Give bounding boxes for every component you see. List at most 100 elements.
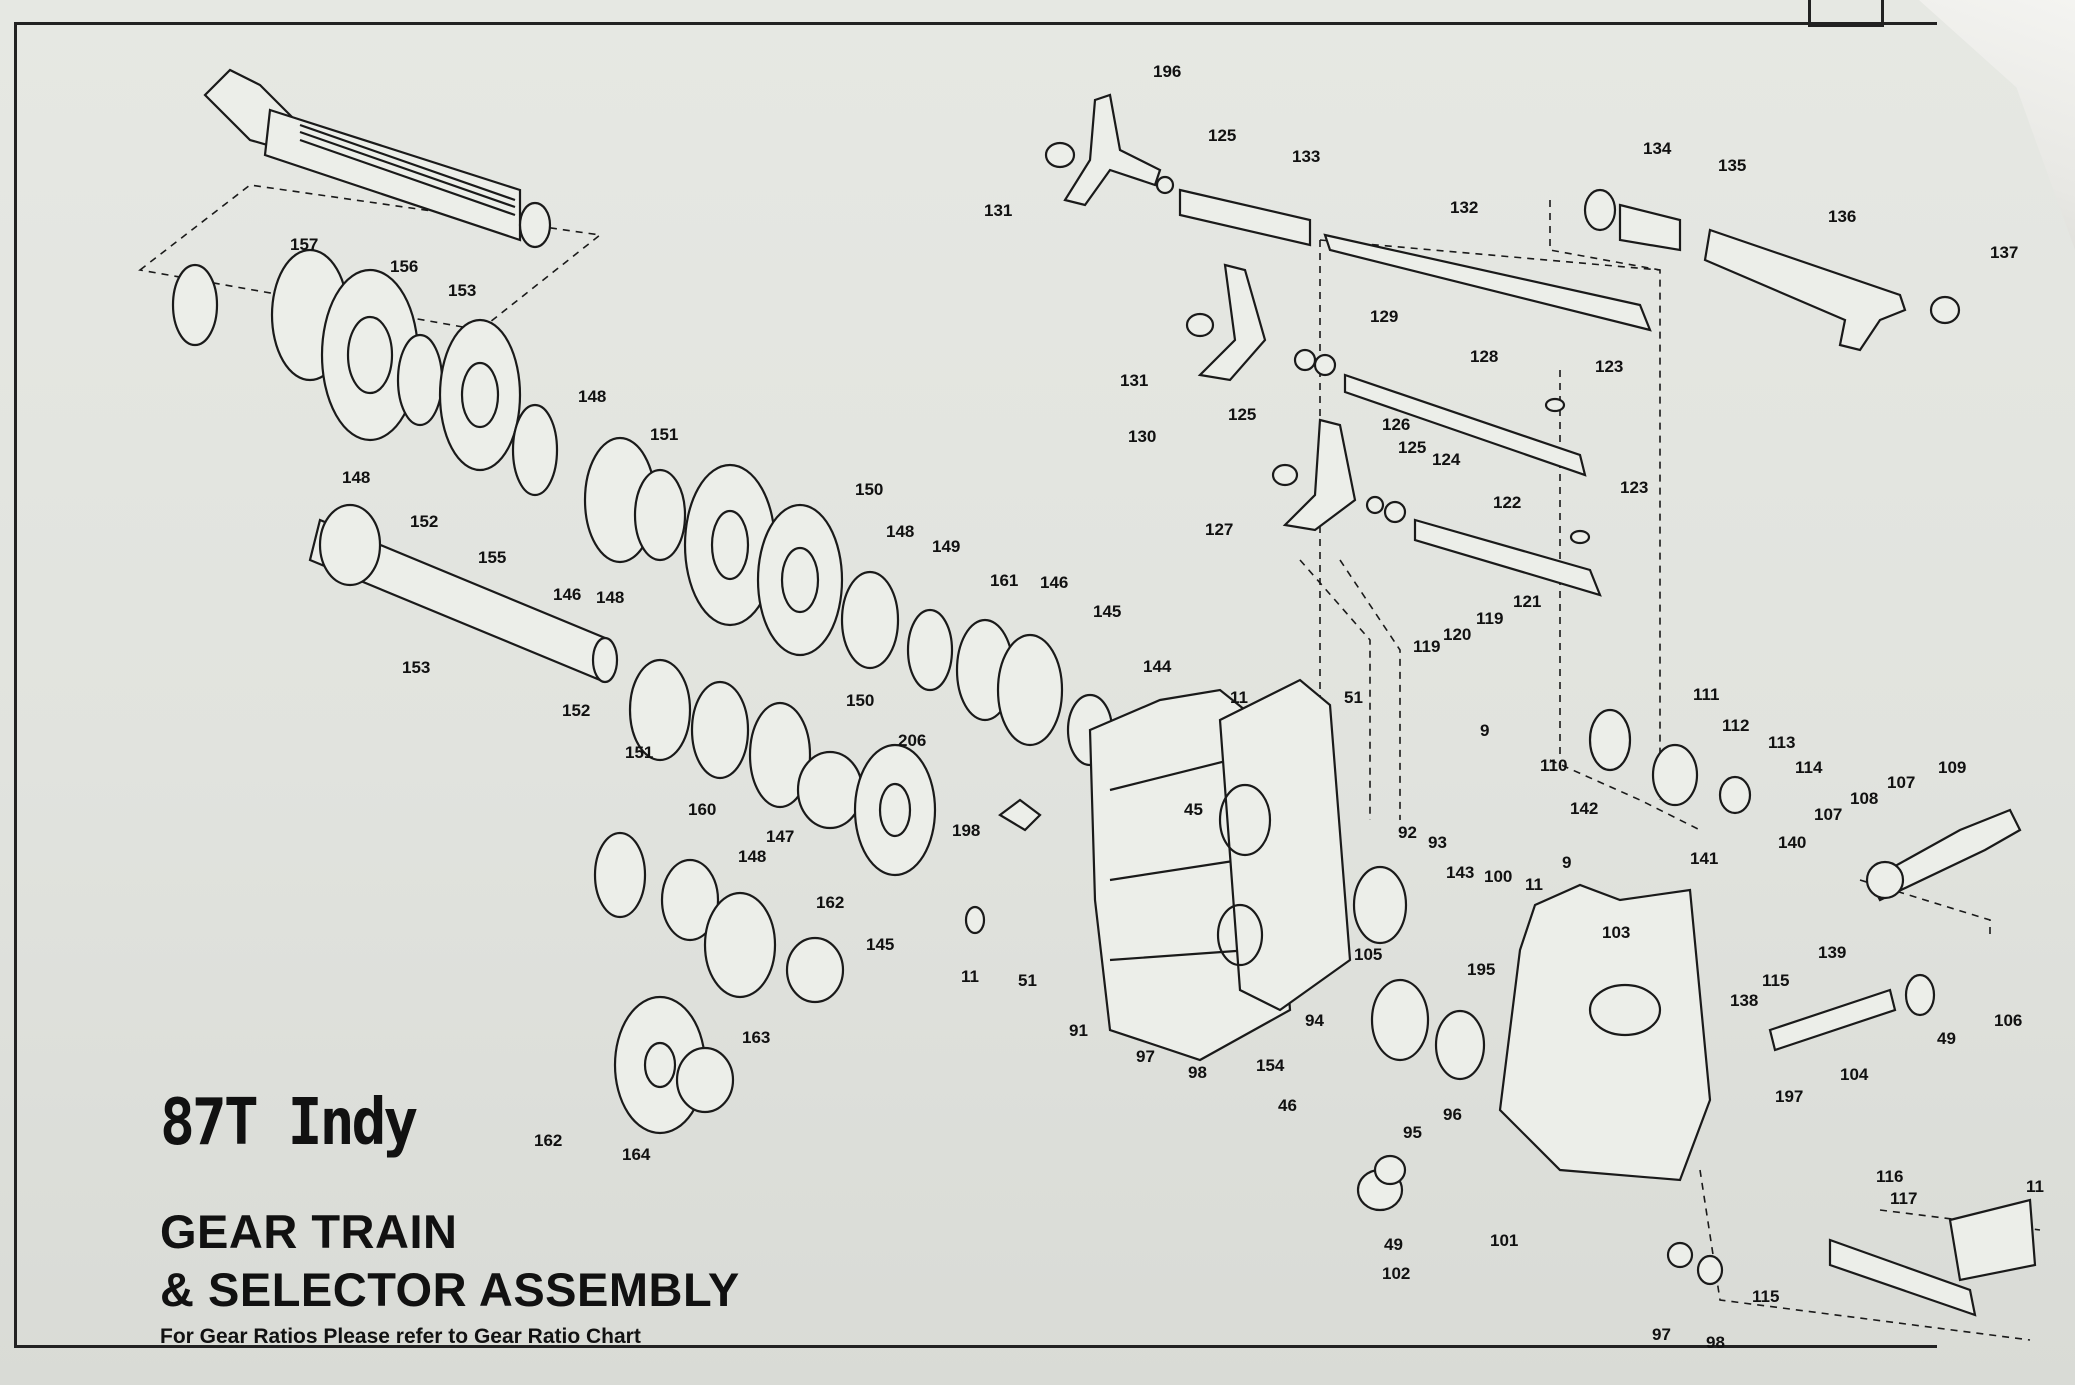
callout-149: 149 [932,537,960,556]
callout-94: 94 [1305,1011,1324,1030]
callout-154: 154 [1256,1056,1285,1075]
callout-153: 153 [448,281,476,300]
callout-122: 122 [1493,493,1521,512]
callout-101: 101 [1490,1231,1518,1250]
callout-51: 51 [1018,971,1037,990]
callout-108: 108 [1850,789,1878,808]
callout-156: 156 [390,257,418,276]
callout-106: 106 [1994,1011,2022,1030]
callout-198: 198 [952,821,980,840]
model-name: 87T Indy [160,1084,418,1160]
callout-131: 131 [984,201,1012,220]
callout-142: 142 [1570,799,1598,818]
callout-123: 123 [1620,478,1648,497]
callout-164: 164 [622,1145,651,1164]
callout-114: 114 [1795,758,1823,777]
sheet-border [14,22,1937,1348]
callout-98: 98 [1706,1333,1725,1352]
title-block: 87T Indy GEAR TRAIN & SELECTOR ASSEMBLY … [160,1090,740,1349]
callout-96: 96 [1443,1105,1462,1124]
callout-144: 144 [1143,657,1172,676]
callout-49: 49 [1937,1029,1956,1048]
callout-148: 148 [342,468,370,487]
callout-196: 196 [1153,62,1181,81]
callout-145: 145 [866,935,894,954]
output-components [1588,708,2037,1317]
callout-129: 129 [1370,307,1398,326]
callout-150: 150 [846,691,874,710]
callout-91: 91 [1069,1021,1088,1040]
pinion-shaft [203,68,552,249]
callout-140: 140 [1778,833,1806,852]
diagram-title-line-1: GEAR TRAIN [160,1205,458,1258]
gear-ratio-note: For Gear Ratios Please refer to Gear Rat… [160,1325,641,1348]
callout-102: 102 [1382,1264,1410,1283]
callout-151: 151 [650,425,678,444]
callout-151: 151 [625,743,653,762]
callout-146: 146 [553,585,581,604]
callout-147: 147 [766,827,794,846]
callout-11: 11 [1230,688,1248,707]
callout-148: 148 [886,522,914,541]
callout-152: 152 [410,512,438,531]
callout-132: 132 [1450,198,1478,217]
callout-125: 125 [1208,126,1236,145]
callout-128: 128 [1470,347,1498,366]
diagram-title-line-2: & SELECTOR ASSEMBLY [160,1263,740,1316]
callout-160: 160 [688,800,716,819]
callout-107: 107 [1887,773,1915,792]
callout-11: 11 [1525,875,1543,894]
callout-125: 125 [1228,405,1256,424]
callout-143: 143 [1446,863,1474,882]
callout-95: 95 [1403,1123,1422,1142]
callout-136: 136 [1828,207,1856,226]
callout-9: 9 [1480,721,1489,740]
callout-113: 113 [1768,733,1795,752]
callout-197: 197 [1775,1087,1803,1106]
callout-148: 148 [578,387,606,406]
callout-51: 51 [1344,688,1363,707]
callout-112: 112 [1722,716,1749,735]
callout-117: 117 [1890,1189,1917,1208]
callout-100: 100 [1484,867,1512,886]
callout-155: 155 [478,548,506,567]
callout-111: 111 [1693,685,1720,704]
callout-141: 141 [1690,849,1718,868]
callout-105: 105 [1354,945,1382,964]
callout-125: 125 [1398,438,1426,457]
callout-9: 9 [1562,853,1571,872]
corner-mark [1808,0,1884,27]
callout-152: 152 [562,701,590,720]
callout-195: 195 [1467,960,1495,979]
gearbox-casing [1088,678,1712,1212]
callout-104: 104 [1840,1065,1869,1084]
callout-46: 46 [1278,1096,1297,1115]
callout-119: 119 [1413,637,1440,656]
callout-148: 148 [738,847,766,866]
callout-130: 130 [1128,427,1156,446]
callout-45: 45 [1184,800,1203,819]
callout-11: 11 [2026,1177,2044,1196]
callout-121: 121 [1513,592,1541,611]
callout-126: 126 [1382,415,1410,434]
callout-127: 127 [1205,520,1233,539]
callout-148: 148 [596,588,624,607]
layshaft-cluster [308,503,1042,1135]
callout-153: 153 [402,658,430,677]
callout-120: 120 [1443,625,1471,644]
callout-11: 11 [961,967,979,986]
callout-146: 146 [1040,573,1068,592]
callout-162: 162 [816,893,844,912]
callout-124: 124 [1432,450,1461,469]
callout-145: 145 [1093,602,1121,621]
callout-107: 107 [1814,805,1842,824]
callout-109: 109 [1938,758,1966,777]
callout-92: 92 [1398,823,1417,842]
callout-103: 103 [1602,923,1630,942]
callout-150: 150 [855,480,883,499]
callout-119: 119 [1476,609,1503,628]
callout-110: 110 [1540,756,1567,775]
callout-163: 163 [742,1028,770,1047]
callout-137: 137 [1990,243,2018,262]
